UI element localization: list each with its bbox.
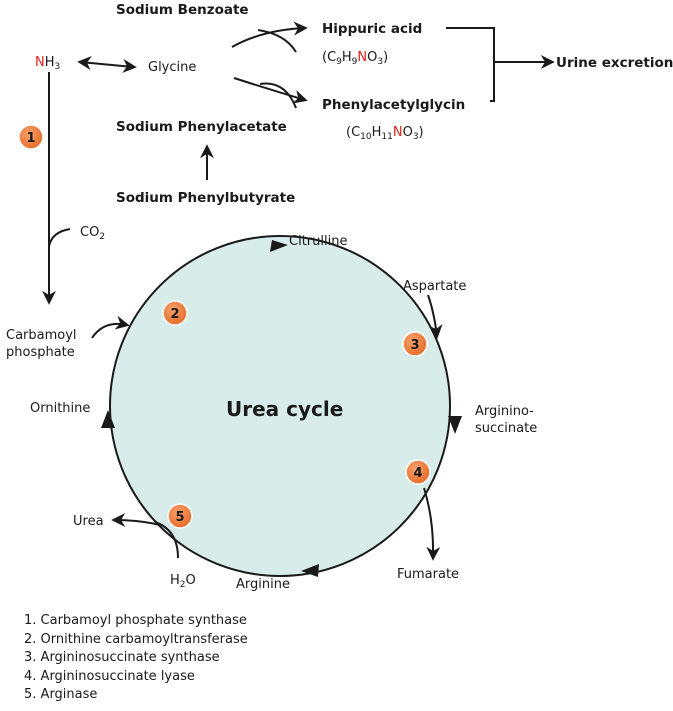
aspartate-arrow	[427, 294, 443, 339]
fumarate-arrow	[423, 487, 441, 561]
hippuric-formula: (C9H9NO3)	[322, 50, 388, 67]
ornithine-direction-arrow	[101, 410, 115, 428]
urea-label: Urea	[73, 514, 104, 529]
ammonia-label: NH3	[35, 55, 60, 72]
enzyme-badge-5: 5	[167, 503, 193, 529]
phenylacetylglycin-formula: (C10H11NO3)	[346, 125, 424, 142]
glycine-to-hippuric-arrow	[231, 21, 308, 48]
urea-cycle-circle	[109, 235, 451, 577]
svg-text:3: 3	[410, 338, 419, 353]
fumarate-label: Fumarate	[397, 567, 459, 582]
svg-text:4: 4	[413, 466, 422, 481]
legend-item: 5Arginase	[24, 686, 248, 705]
legend-item: 1Carbamoyl phosphate synthase	[24, 612, 248, 631]
sodium-phenylacetate-label: Sodium Phenylacetate	[116, 119, 287, 135]
sodium-benzoate-label: Sodium Benzoate	[116, 2, 249, 18]
h2o-label: H2O	[170, 573, 196, 590]
urea-cycle-title: Urea cycle	[226, 397, 343, 421]
hippuric-acid-label: Hippuric acid	[322, 21, 422, 37]
sodium-phenylbutyrate-label: Sodium Phenylbutyrate	[116, 190, 295, 206]
carbamoyl-label-1: Carbamoyl	[6, 328, 77, 343]
citrulline-direction-arrow	[270, 240, 288, 252]
legend-item: 2Ornithine carbamoyltransferase	[24, 631, 248, 650]
citrulline-label: Citrulline	[289, 234, 347, 249]
ammonia-glycine-double-arrow	[77, 56, 137, 73]
argininosuccinate-label-2: succinate	[475, 421, 537, 436]
glycine-to-phenylacetyl-arrow	[233, 77, 308, 104]
arginine-label: Arginine	[236, 577, 290, 592]
aspartate-label: Aspartate	[403, 279, 466, 294]
enzyme-badge-2: 2	[162, 300, 188, 326]
benzoate-curve-in	[257, 29, 297, 53]
phenylacetylglycin-label: Phenylacetylglycin	[322, 97, 465, 113]
svg-text:2: 2	[170, 307, 179, 322]
argininosuccinate-direction-arrow	[448, 416, 462, 434]
urine-excretion-label: Urine excretion	[556, 55, 673, 71]
glycine-label: Glycine	[148, 60, 196, 75]
enzyme-badge-4: 4	[405, 459, 431, 485]
argininosuccinate-label-1: Arginino-	[475, 404, 534, 419]
h2o-curve	[154, 521, 179, 559]
urea-arrow	[111, 513, 161, 528]
svg-text:1: 1	[26, 131, 35, 146]
carbamoyl-arrow	[91, 315, 130, 339]
enzyme-badge-1: 1	[18, 124, 44, 150]
excretion-bracket	[446, 27, 495, 102]
svg-text:5: 5	[175, 510, 184, 525]
enzyme-badge-3: 3	[402, 331, 428, 357]
carbamoyl-label-2: phosphate	[6, 345, 75, 360]
phenylacetate-curve-in	[259, 82, 297, 109]
legend-item: 4Argininosuccinate lyase	[24, 668, 248, 687]
ornithine-label: Ornithine	[30, 401, 90, 416]
legend-item: 3Argininosuccinate synthase	[24, 649, 248, 668]
co2-curve	[48, 228, 71, 247]
arginine-direction-arrow	[301, 564, 319, 577]
co2-label: CO2	[80, 225, 105, 242]
enzyme-legend: 1Carbamoyl phosphate synthase 2Ornithine…	[24, 612, 248, 705]
